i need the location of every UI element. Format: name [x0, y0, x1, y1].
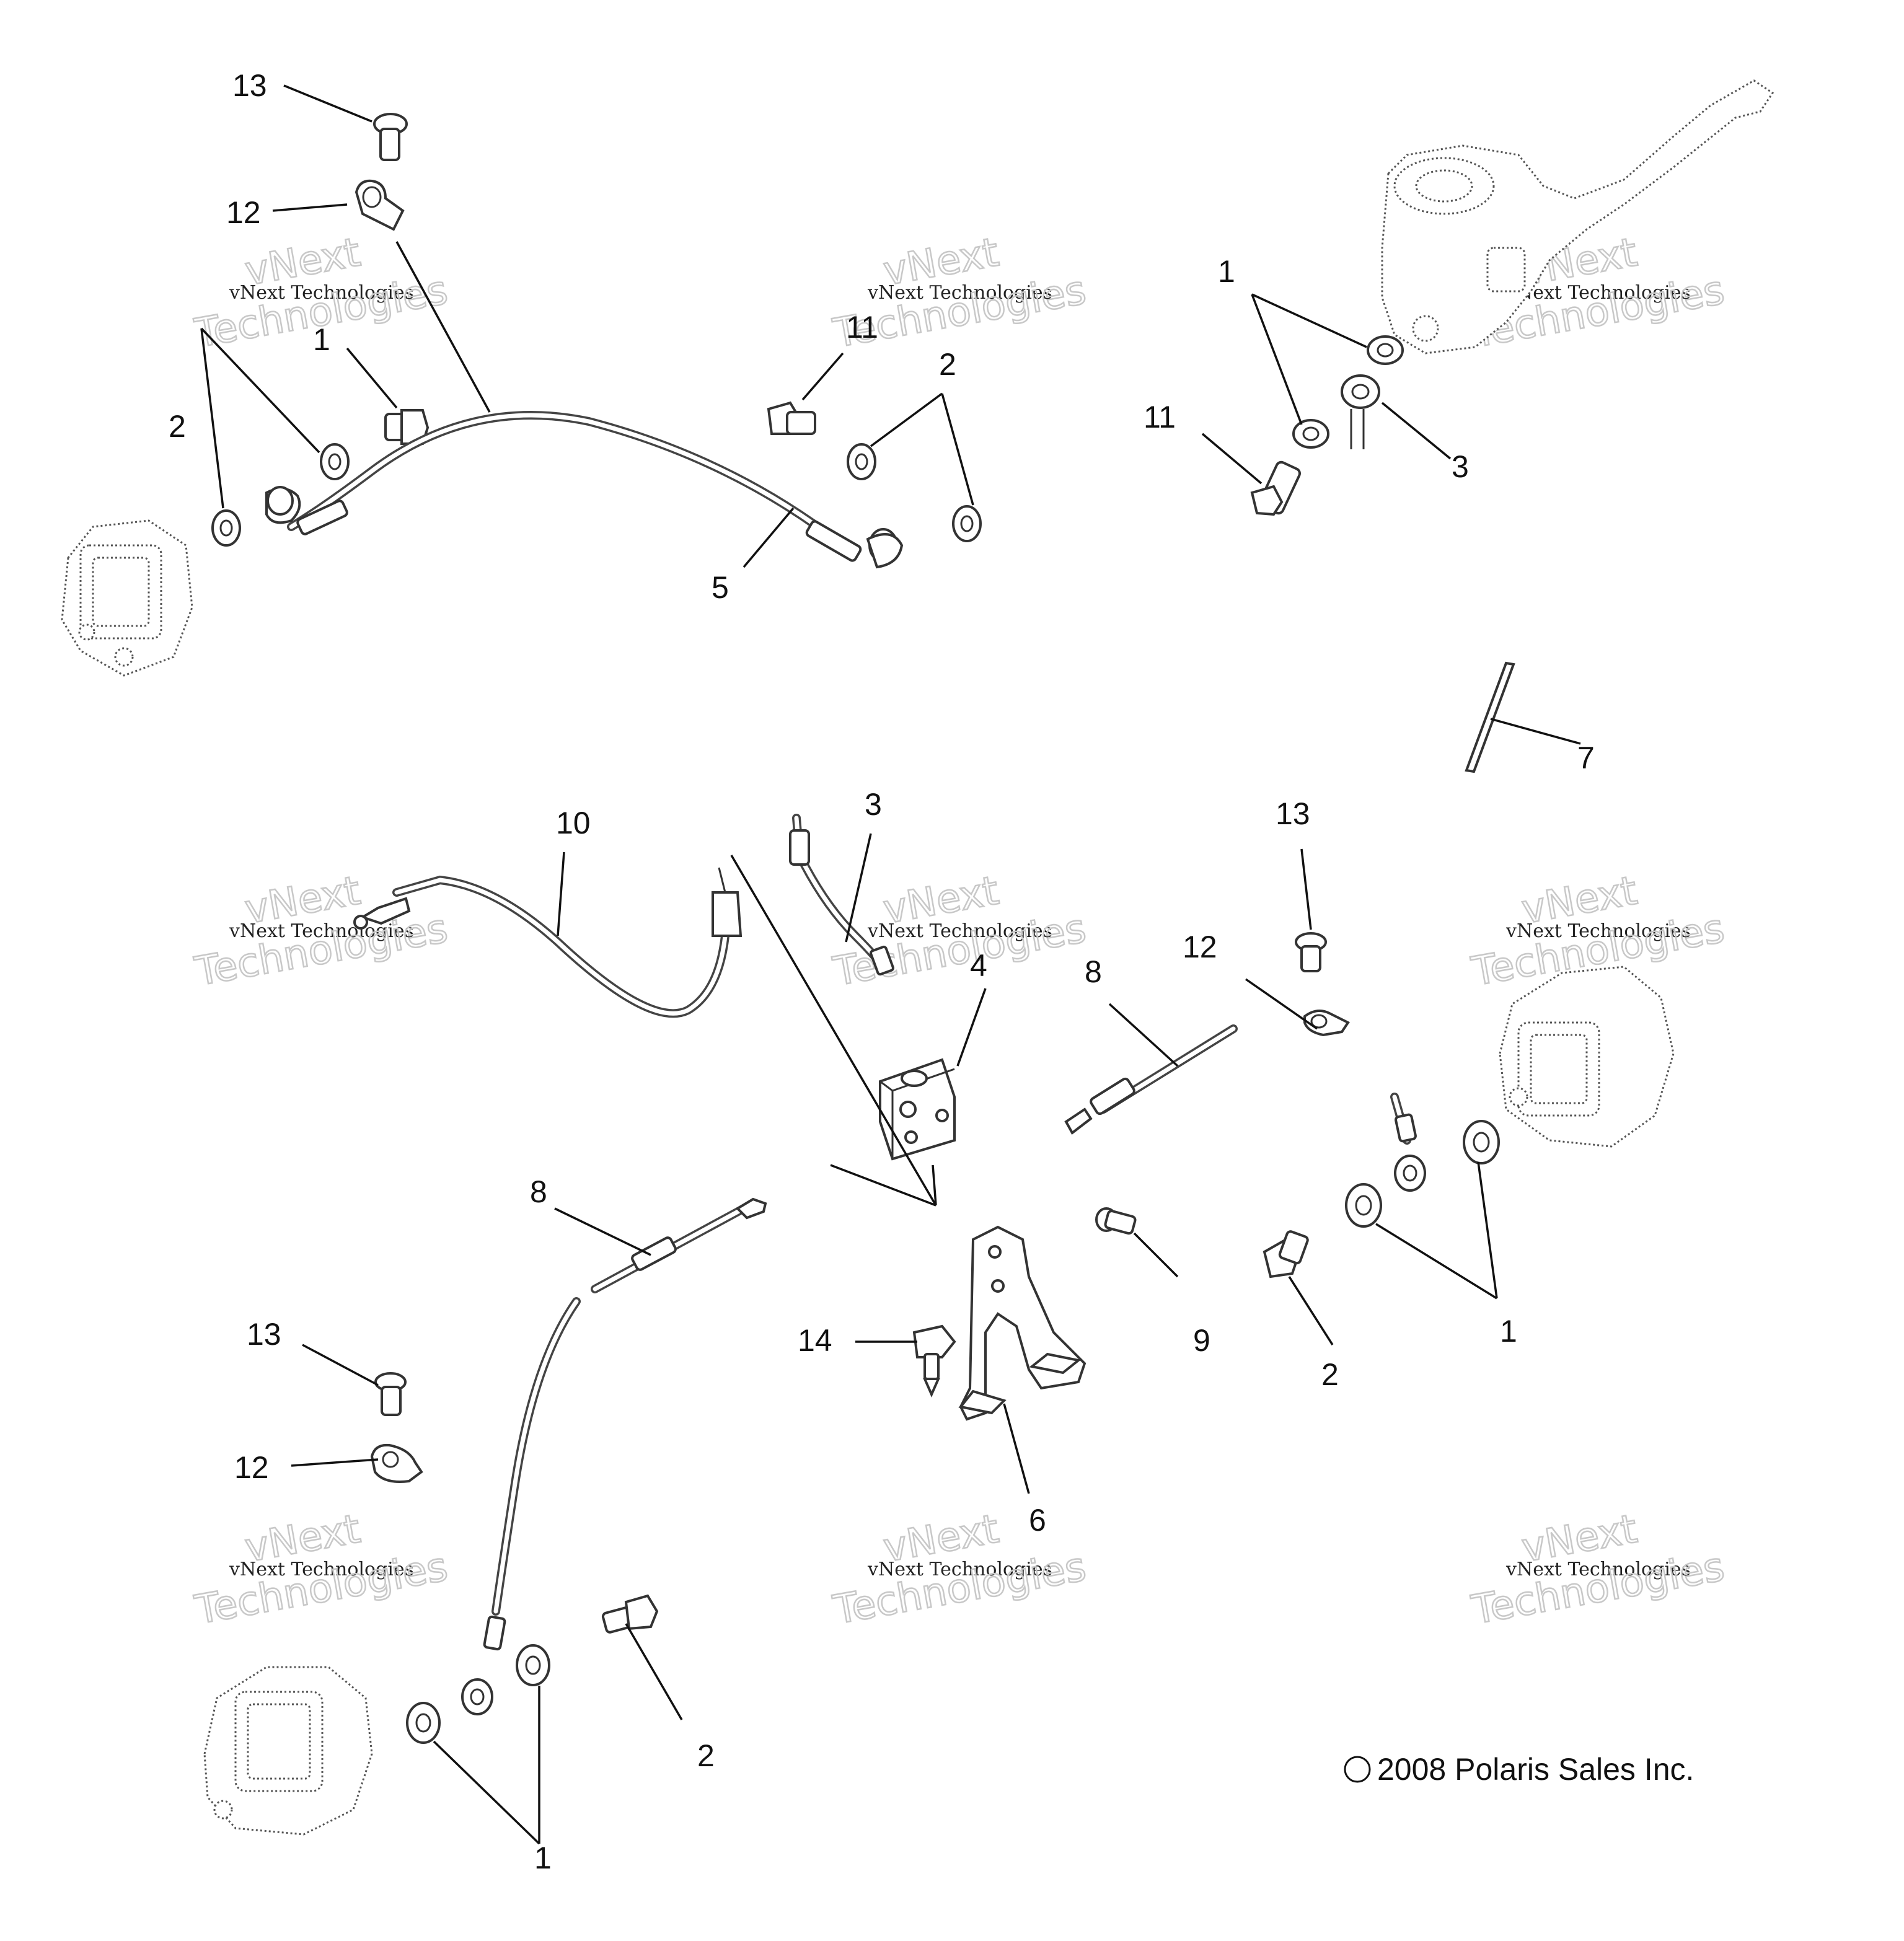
clip-12b — [1303, 1010, 1350, 1037]
washer-2a-right — [320, 443, 350, 480]
brake-hose-5 — [265, 411, 904, 569]
banjo-bolt-11a — [767, 401, 816, 435]
callout-1: 1 — [534, 1841, 552, 1875]
callout-2: 2 — [169, 409, 186, 444]
callout-8: 8 — [530, 1174, 547, 1209]
callout-13: 13 — [232, 68, 267, 103]
copyright-text: 2008 Polaris Sales Inc. — [1377, 1752, 1694, 1787]
screw-13a — [373, 113, 408, 161]
copyright-notice: © 2008 Polaris Sales Inc. — [1344, 1752, 1694, 1787]
watermark-vnext-technologies: vNext Technologies — [229, 282, 414, 304]
callout-12: 12 — [234, 1450, 269, 1485]
watermark-vnext-technologies: vNext Technologies — [867, 282, 1052, 304]
brake-caliper-front-left — [61, 519, 193, 677]
watermark-vnext-technologies: vNext Technologies — [229, 920, 414, 942]
brake-line-8a — [1064, 1024, 1238, 1135]
washer-1c-bottom — [1345, 1183, 1382, 1228]
brake-caliper-rear-left — [203, 1666, 373, 1836]
callout-11: 11 — [1144, 400, 1176, 434]
callout-11: 11 — [846, 310, 878, 345]
banjo-fitting-3a — [1341, 374, 1380, 449]
copyright-circle — [1344, 1756, 1371, 1783]
watermark-top-center: vNext vNext Technologies Technologies — [829, 229, 1090, 358]
washer-2b-top — [847, 443, 876, 480]
watermark-vnext-technologies: vNext Technologies — [867, 1559, 1052, 1580]
banjo-bolt-1a — [384, 409, 430, 445]
callout-4: 4 — [970, 948, 987, 983]
callout-1: 1 — [313, 322, 330, 357]
watermark-bottom-center: vNext vNext Technologies Technologies — [829, 1505, 1090, 1634]
screw-13b — [1295, 932, 1327, 972]
callout-3: 3 — [865, 787, 882, 822]
brake-line-end-bottom — [461, 1615, 506, 1715]
callout-labels: 13 12 1 2 5 11 2 1 11 3 7 10 3 4 8 13 12… — [169, 68, 1595, 1875]
callout-1: 1 — [1500, 1314, 1517, 1349]
screw-14 — [912, 1324, 956, 1397]
callout-13: 13 — [1276, 796, 1310, 831]
callout-2: 2 — [697, 1738, 715, 1773]
screw-13c — [374, 1372, 407, 1416]
watermark-vnext-technologies: vNext Technologies — [867, 920, 1052, 942]
callout-14: 14 — [798, 1323, 832, 1358]
washer-1c-top — [1463, 1120, 1500, 1164]
callout-5: 5 — [712, 570, 729, 605]
callout-7: 7 — [1577, 741, 1595, 775]
washer-2b-bottom — [952, 505, 982, 542]
callout-2: 2 — [939, 347, 956, 382]
callout-3: 3 — [1452, 449, 1469, 484]
watermark-vnext-technologies: vNext Technologies — [1505, 1559, 1691, 1580]
callout-10: 10 — [556, 806, 591, 840]
callout-2: 2 — [1321, 1357, 1339, 1392]
banjo-bolt-2d — [601, 1594, 659, 1634]
brake-caliper-front-right — [1499, 966, 1675, 1148]
washer-1d-top — [516, 1644, 550, 1686]
clip-12a — [355, 179, 405, 231]
callout-13: 13 — [247, 1317, 281, 1352]
washer-1b-top — [1367, 335, 1404, 365]
brake-master-cylinder-lever — [1381, 79, 1774, 354]
banjo-bolt-2c — [1263, 1230, 1309, 1279]
watermark-vnext-technologies: vNext Technologies — [229, 1559, 414, 1580]
banjo-bolt-11b — [1250, 460, 1301, 516]
washer-1b-bottom — [1292, 419, 1329, 449]
brake-line-10 — [353, 867, 743, 1018]
watermark-mid-center: vNext vNext Technologies Technologies — [829, 867, 1090, 996]
callout-8: 8 — [1085, 954, 1102, 989]
bracket-6 — [958, 1225, 1086, 1421]
brake-junction-block-4 — [879, 1058, 956, 1161]
washer-1d-bottom — [406, 1702, 441, 1744]
brake-line-8b — [491, 1197, 767, 1616]
callout-12: 12 — [226, 195, 261, 230]
watermark-bottom-right: vNext vNext Technologies Technologies — [1468, 1505, 1729, 1634]
screw-9 — [1095, 1207, 1137, 1235]
brake-line-end-right — [1390, 1093, 1426, 1192]
clip-12c — [370, 1443, 423, 1483]
callout-9: 9 — [1193, 1323, 1210, 1358]
cable-tie-7 — [1465, 661, 1515, 773]
callout-12: 12 — [1183, 930, 1217, 964]
leader-lines — [200, 84, 1581, 1845]
watermark-vnext-technologies: vNext Technologies — [1505, 920, 1691, 942]
callout-1: 1 — [1218, 254, 1235, 289]
watermark-vnext-technologies: vNext Technologies — [1505, 282, 1691, 304]
callout-6: 6 — [1029, 1503, 1046, 1538]
washer-2a-left — [211, 509, 241, 547]
watermark-bottom-left: vNext vNext Technologies Technologies — [191, 1505, 452, 1634]
